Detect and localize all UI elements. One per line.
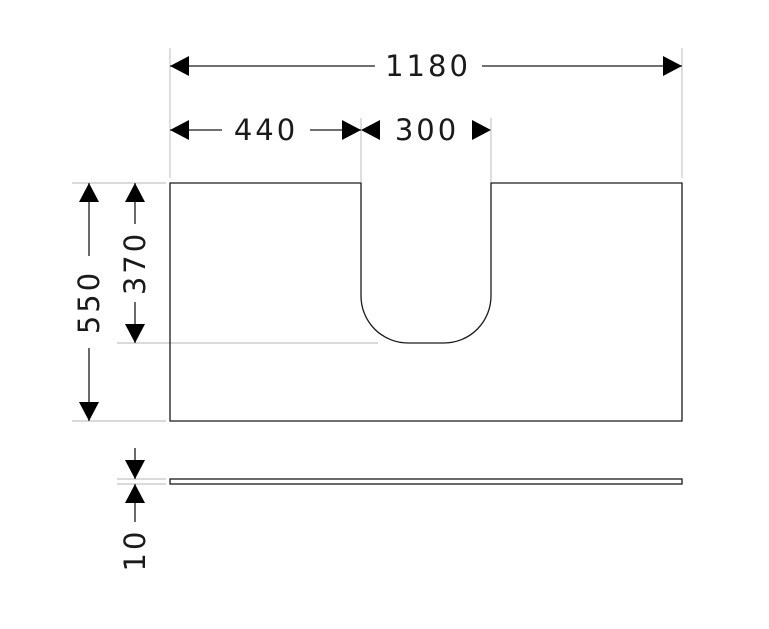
dimension-label-left-offset: 440	[234, 113, 298, 147]
countertop-top-view	[169, 182, 683, 422]
dimension-cutout-width: 300	[361, 113, 491, 147]
dimension-cutout-depth: 370	[118, 183, 152, 343]
dimension-thickness: 10	[118, 448, 152, 571]
dimension-label-cutout-depth: 370	[118, 231, 152, 295]
dimension-overall-width: 1180	[170, 49, 682, 83]
dimension-label-cutout-width: 300	[395, 113, 459, 147]
dimension-label-overall-width: 1180	[385, 49, 471, 83]
dimension-overall-depth: 550	[72, 183, 106, 421]
countertop-side-view	[169, 478, 683, 485]
dimension-left-offset: 440	[170, 113, 361, 147]
dimension-label-thickness: 10	[118, 529, 152, 572]
extension-lines	[72, 48, 683, 485]
dimension-label-overall-depth: 550	[72, 270, 106, 334]
